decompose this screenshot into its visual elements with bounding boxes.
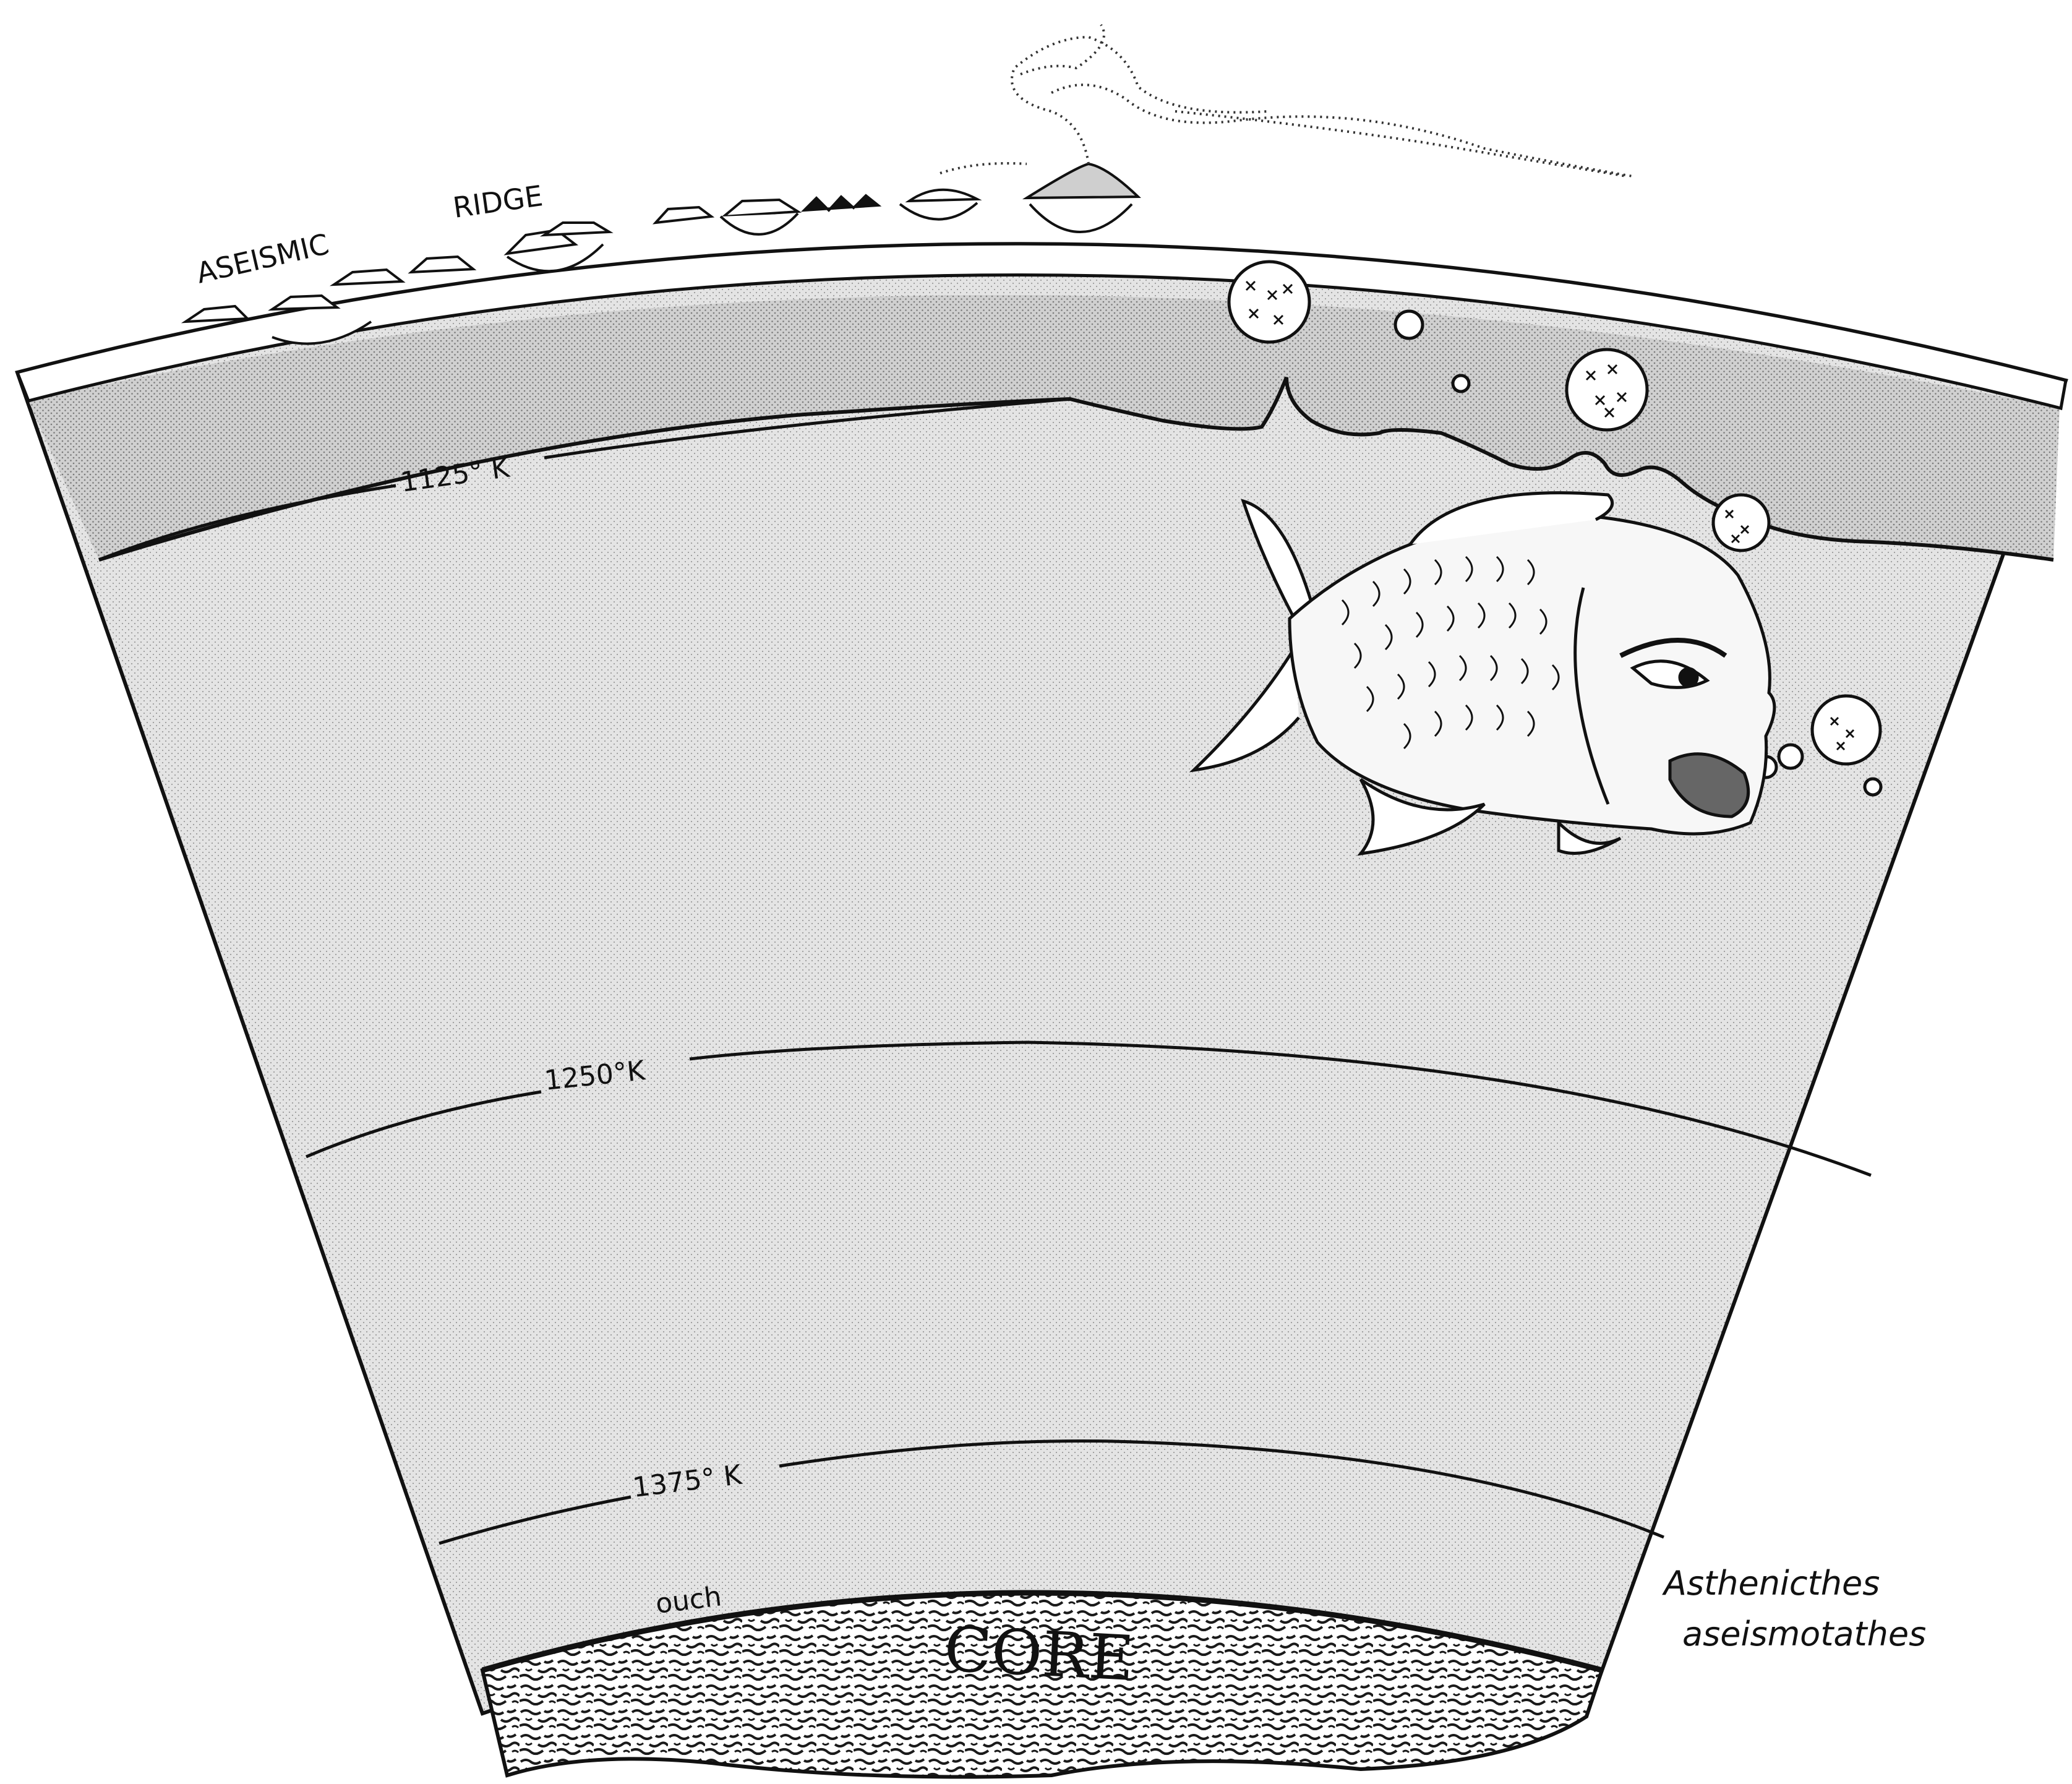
seamount (804, 195, 878, 210)
core-label: CORE (943, 1613, 1136, 1695)
bubble (1567, 350, 1647, 430)
bubble (1713, 495, 1769, 551)
seamount (411, 257, 473, 272)
bubble (1453, 375, 1469, 392)
seamount (186, 306, 247, 322)
volcano-plume (940, 25, 1633, 176)
species-name-line1: Asthenicthes (1662, 1564, 1880, 1603)
seamount (334, 270, 402, 285)
seamount (909, 190, 977, 201)
volcano-cone (1027, 164, 1138, 198)
surface-label-ridge: RIDGE (451, 179, 545, 225)
seamount (656, 207, 711, 223)
surface-label-aseismic: ASEISMIC (193, 227, 332, 290)
seamount (272, 296, 337, 309)
bubble (1395, 311, 1423, 338)
bubble (1865, 779, 1881, 795)
bubble (1779, 745, 1802, 768)
species-name-line2: aseismotathes (1682, 1615, 1926, 1653)
bubble (1229, 262, 1309, 342)
fish-pupil (1680, 669, 1697, 686)
seamount (544, 223, 609, 235)
